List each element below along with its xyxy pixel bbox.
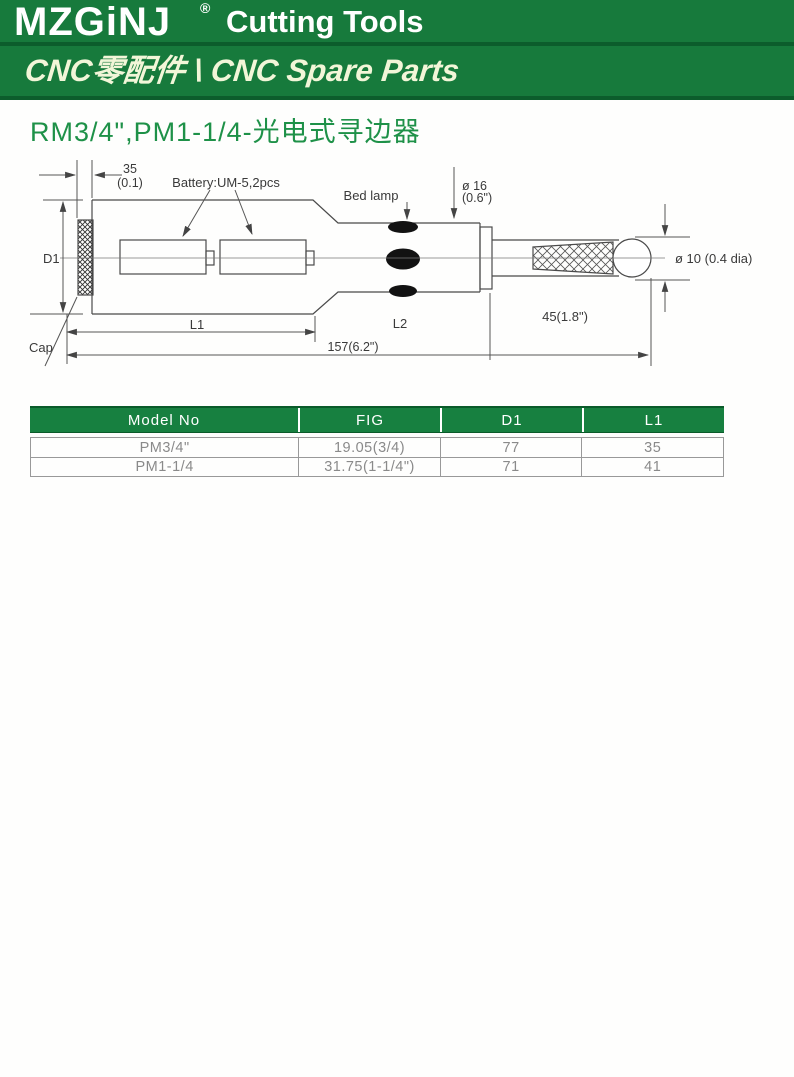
cell-fig: 19.05(3/4) — [298, 438, 440, 457]
cell-d1: 71 — [439, 458, 582, 476]
spec-table: Model No FIG D1 L1 PM3/4" 19.05(3/4) 77 … — [30, 406, 724, 477]
edge-finder-diagram: 35 (0.1) Battery:UM-5,2pcs Bed lamp ø 16… — [25, 152, 785, 382]
spec-table-header: Model No FIG D1 L1 — [30, 406, 724, 433]
body-bottom-edge — [92, 291, 480, 315]
lamp-top — [388, 221, 418, 233]
diagram-svg: 35 (0.1) Battery:UM-5,2pcs Bed lamp ø 16… — [29, 160, 752, 367]
cell-model: PM3/4" — [139, 439, 190, 456]
cell-fig: 31.75(1-1/4") — [298, 458, 440, 476]
label-cap: Cap — [29, 340, 53, 355]
cap-leader — [44, 296, 78, 367]
label-dia10: ø 10 (0.4 dia) — [675, 251, 752, 266]
cell-l1: 35 — [581, 438, 723, 457]
label-dim-157: 157(6.2") — [328, 340, 379, 354]
tool-outline — [77, 199, 652, 315]
battery-leader-1 — [182, 189, 211, 237]
label-dia16-inch: (0.6") — [462, 191, 492, 205]
label-dim-35-inch: (0.1) — [117, 176, 143, 190]
dimension-lines — [30, 160, 690, 367]
cell-l1: 41 — [581, 458, 723, 476]
header-divider — [0, 42, 794, 46]
table-row: PM3/4" 19.05(3/4) 77 35 — [31, 438, 723, 457]
label-dim-35: 35 — [123, 162, 137, 176]
lamp-bottom — [389, 285, 417, 297]
registered-trademark-icon: ® — [200, 0, 211, 16]
cell-model: PM1-1/4 — [135, 459, 194, 475]
label-bed-lamp: Bed lamp — [344, 188, 399, 203]
col-header-l1: L1 — [582, 408, 724, 432]
lamp-center — [386, 248, 420, 270]
battery-2 — [219, 239, 307, 275]
col-header-d1: D1 — [440, 408, 582, 432]
cap-hatched — [77, 219, 94, 296]
label-d1: D1 — [43, 251, 60, 266]
battery-1 — [119, 239, 207, 275]
bed-lamps — [386, 221, 420, 297]
label-battery: Battery:UM-5,2pcs — [172, 175, 280, 190]
label-l2: L2 — [393, 316, 407, 331]
cell-d1: 77 — [439, 438, 582, 457]
brand-header: MZGiNJ ® Cutting Tools CNC零配件 \ CNC Spar… — [0, 0, 794, 100]
spec-table-body: PM3/4" 19.05(3/4) 77 35 PM1-1/4 31.75(1-… — [30, 437, 724, 477]
label-dim-45: 45(1.8") — [542, 309, 588, 324]
label-dia16: ø 16 — [462, 179, 487, 193]
table-row: PM1-1/4 31.75(1-1/4") 71 41 — [31, 457, 723, 476]
col-header-model-no: Model No — [127, 411, 201, 429]
col-header-fig: FIG — [298, 408, 440, 432]
brand-header-line1: MZGiNJ ® Cutting Tools — [0, 0, 794, 44]
battery-leader-2 — [234, 189, 253, 236]
brand-suffix: Cutting Tools — [226, 4, 424, 39]
label-l1: L1 — [190, 317, 204, 332]
header-subtitle: CNC零配件 \ CNC Spare Parts — [23, 53, 461, 88]
body-top-edge — [92, 199, 480, 224]
brand-logo: MZGiNJ — [14, 0, 172, 44]
page-title: RM3/4",PM1-1/4-光电式寻边器 — [30, 117, 421, 147]
